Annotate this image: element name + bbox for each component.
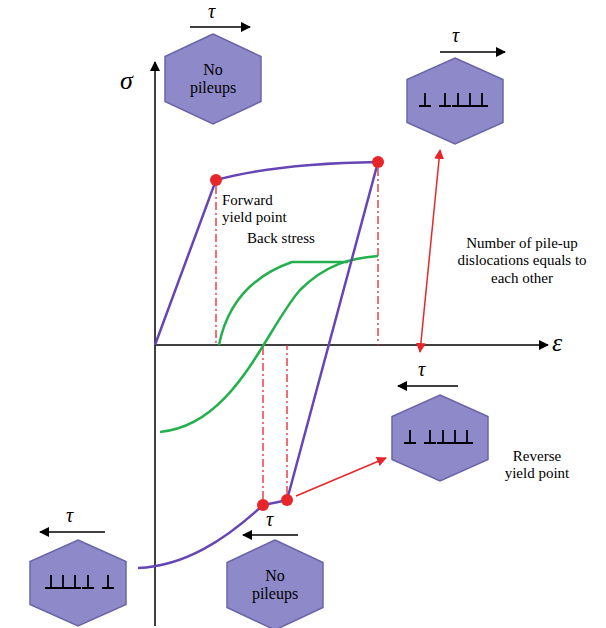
axis-label: σ <box>120 66 133 96</box>
grain-label: No pileups <box>182 61 244 98</box>
curve-label: Back stress <box>247 230 327 247</box>
hexagon-shape <box>227 540 323 628</box>
hexagon-outline <box>227 540 323 628</box>
grain-hexagon: No pileups <box>227 540 323 628</box>
guide-lines <box>216 168 378 499</box>
stress-strain-curve <box>138 162 378 568</box>
grain-label: No pileups <box>244 567 306 604</box>
strain-axis <box>155 344 548 346</box>
hexagon-content: No pileups <box>165 34 261 124</box>
dislocation-symbols <box>45 93 488 588</box>
shear-stress-symbol: τ <box>418 358 425 381</box>
pointer-arrow <box>296 458 386 496</box>
yield-dots <box>210 156 384 511</box>
hexagon-shape <box>165 34 261 124</box>
grain-hexagon: No pileups <box>165 34 261 124</box>
shear-stress-symbol: τ <box>66 504 73 527</box>
shear-stress-symbol: τ <box>266 508 273 531</box>
back-stress-curve <box>219 262 348 345</box>
axis-label: ε <box>552 328 562 358</box>
annotation: Reverse yield point <box>498 448 576 483</box>
double-arrow <box>420 150 440 352</box>
shear-stress-symbol: τ <box>208 0 215 23</box>
annotation: Number of pile-up dislocations equals to… <box>446 235 598 287</box>
annotation: Forward yield point <box>222 192 304 227</box>
shear-stress-symbol: τ <box>452 24 459 47</box>
hexagon-content: No pileups <box>227 540 323 628</box>
shear-arrows <box>40 27 505 535</box>
grain-hexagons <box>30 58 503 626</box>
